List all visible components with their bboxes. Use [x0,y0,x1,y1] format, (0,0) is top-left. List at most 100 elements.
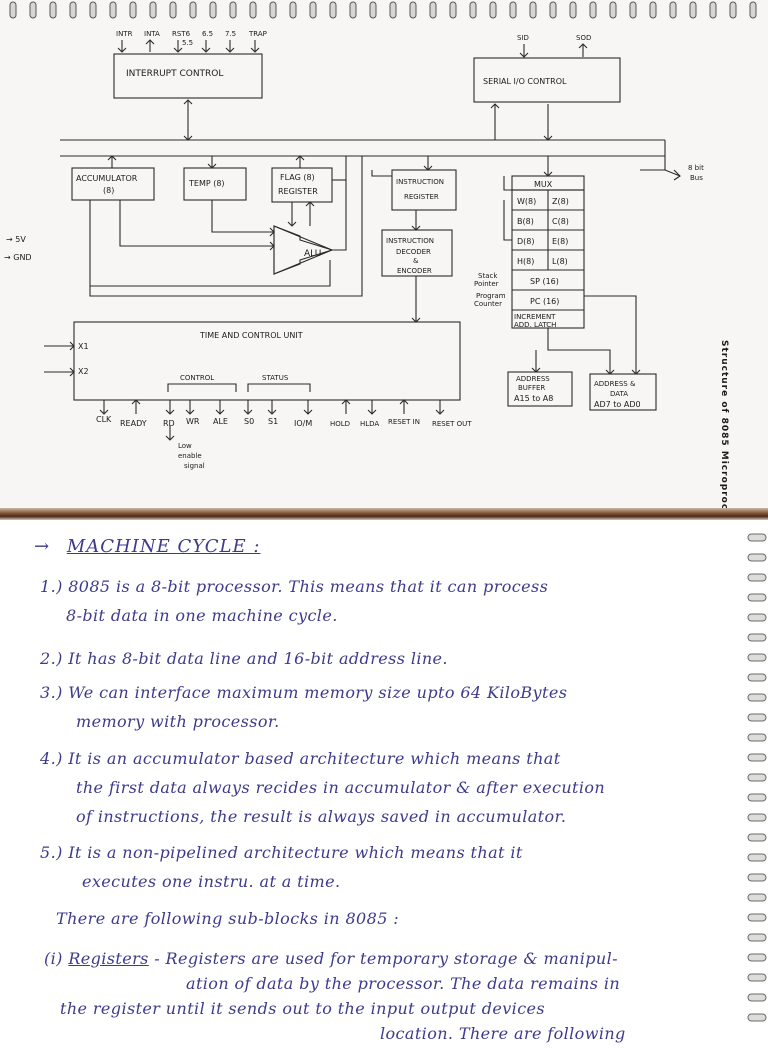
pin-s1: S1 [268,417,278,426]
spiral-ring [747,873,767,882]
instruction-register-label2: REGISTER [404,193,439,201]
spiral-ring [569,1,577,19]
address-data-label: ADDRESS & [594,380,636,388]
program-counter-note: Program [476,292,506,300]
spiral-ring [747,713,767,722]
spiral-ring [747,693,767,702]
program-counter-register: PC (16) [530,297,559,306]
register-e: E(8) [552,237,568,246]
pin-hlda: HLDA [360,420,379,428]
point-3: 3.) We can interface maximum memory size… [0,678,740,736]
pin-rst75: 7.5 [225,30,236,38]
pin-sid: SID [517,34,529,42]
spiral-ring [747,853,767,862]
spiral-ring [529,1,537,19]
decoder-label4: ENCODER [397,267,432,275]
pin-ale: ALE [213,417,228,426]
spiral-ring [389,1,397,19]
spiral-ring [489,1,497,19]
registers-term: Registers [68,949,149,968]
program-counter-note2: Counter [474,300,502,308]
spiral-ring [29,1,37,19]
register-w: W(8) [517,197,536,206]
heading-text: MACHINE CYCLE : [66,536,261,557]
bus-label-line1: 8 bit [688,164,704,172]
point-5-line-1: 5.) It is a non-pipelined architecture w… [40,843,523,862]
power-5v: → 5V [6,235,26,244]
spiral-ring [109,1,117,19]
spiral-ring [747,673,767,682]
power-gnd: → GND [4,253,32,262]
spiral-ring [747,793,767,802]
point-4: 4.) It is an accumulator based architect… [0,744,740,831]
increment-latch-label: INCREMENT [514,313,556,321]
spiral-ring [747,573,767,582]
spiral-ring [269,1,277,19]
pin-rst6: RST6 [172,30,191,38]
registers-line-4: location. There are following [380,1024,626,1043]
pin-wr: WR [186,417,200,426]
spiral-ring [69,1,77,19]
spiral-ring [249,1,257,19]
pin-reset-in: RESET IN [388,418,420,426]
address-data-range: AD7 to AD0 [594,400,641,409]
point-4-line-3: of instructions, the result is always sa… [76,807,567,826]
control-group-label: CONTROL [180,374,214,382]
register-b: B(8) [517,217,534,226]
rd-note-2: enable [178,452,202,460]
register-d: D(8) [517,237,535,246]
heading-arrow: → [34,536,51,557]
point-3-line-2: memory with processor. [76,712,280,731]
registers-line-2: ation of data by the processor. The data… [186,974,621,993]
spiral-ring [749,1,757,19]
spiral-ring [747,733,767,742]
pin-clk: CLK [96,415,112,424]
pin-rst65: 6.5 [202,30,213,38]
spiral-binding-top [9,1,757,19]
spiral-ring [409,1,417,19]
instruction-register-label: INSTRUCTION [396,178,444,186]
registers-description: (i) Registers - Registers are used for t… [0,944,740,1048]
point-5-line-2: executes one instru. at a time. [82,872,341,891]
machine-cycle-heading: → MACHINE CYCLE : [34,536,260,557]
spiral-ring [669,1,677,19]
address-data-label2: DATA [610,390,628,398]
spiral-ring [609,1,617,19]
spiral-ring [289,1,297,19]
pin-trap: TRAP [248,30,267,38]
pin-inta: INTA [144,30,160,38]
bus-label-line2: Bus [690,174,703,182]
spiral-ring [369,1,377,19]
register-h: H(8) [517,257,534,266]
diagram-page: INTR INTA RST6 5.5 6.5 7.5 TRAP INTERRUP… [0,0,768,510]
status-group-label: STATUS [262,374,289,382]
decoder-label3: & [413,257,419,265]
pin-reset-out: RESET OUT [432,420,472,428]
pin-hold: HOLD [330,420,350,428]
diagram-title: Structure of 8085 Microprocessor : [719,340,729,510]
register-z: Z(8) [552,197,569,206]
point-5: 5.) It is a non-pipelined architecture w… [0,838,740,896]
flag-label: FLAG (8) [280,173,315,182]
stack-pointer-register: SP (16) [530,277,559,286]
serial-io-control-label: SERIAL I/O CONTROL [483,77,567,86]
mux-label: MUX [534,180,553,189]
pin-rd: RD [163,419,175,428]
spiral-ring [747,833,767,842]
point-1: 1.) 8085 is a 8-bit processor. This mean… [0,572,740,630]
spiral-ring [729,1,737,19]
point-2-line-1: 2.) It has 8-bit data line and 16-bit ad… [40,649,448,668]
time-control-unit-label: TIME AND CONTROL UNIT [199,331,303,340]
spiral-ring [349,1,357,19]
spiral-ring [747,953,767,962]
accumulator-label: ACCUMULATOR [76,174,138,183]
spiral-ring [209,1,217,19]
address-buffer-label2: BUFFER [518,384,545,392]
spiral-ring [649,1,657,19]
pin-x2: X2 [78,367,89,376]
notes-page: → MACHINE CYCLE : 1.) 8085 is a 8-bit pr… [0,520,768,1043]
pin-ready: READY [120,419,147,428]
decoder-label2: DECODER [396,248,431,256]
decoder-label: INSTRUCTION [386,237,434,245]
spiral-ring [629,1,637,19]
